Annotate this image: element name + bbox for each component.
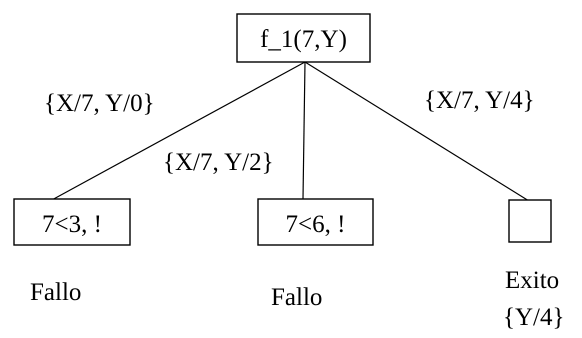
child-node-middle: 7<6, ! [257,198,374,246]
child-right-result: Exito [505,267,559,294]
child-left-result: Fallo [30,279,81,306]
edge-middle-substitution: {X/7, Y/2} [163,149,274,176]
edge-left [49,61,306,202]
child-node-left-goal: 7<3, ! [42,211,102,238]
edge-right-substitution: {X/7, Y/4} [424,87,535,114]
root-node-box [236,13,371,63]
root-node: f_1(7,Y) [236,13,371,63]
child-node-right-box [508,199,552,243]
child-node-middle-box [257,198,374,246]
child-middle-result: Fallo [271,284,322,311]
root-node-label: f_1(7,Y) [260,26,347,53]
child-node-left: 7<3, ! [13,198,131,246]
child-node-right [508,199,552,243]
edge-left-substitution: {X/7, Y/0} [44,90,155,117]
edge-middle [302,61,306,200]
child-right-answer: {Y/4} [503,304,565,331]
edge-right [304,61,530,202]
child-node-left-box [13,198,131,246]
child-node-middle-goal: 7<6, ! [286,211,346,238]
